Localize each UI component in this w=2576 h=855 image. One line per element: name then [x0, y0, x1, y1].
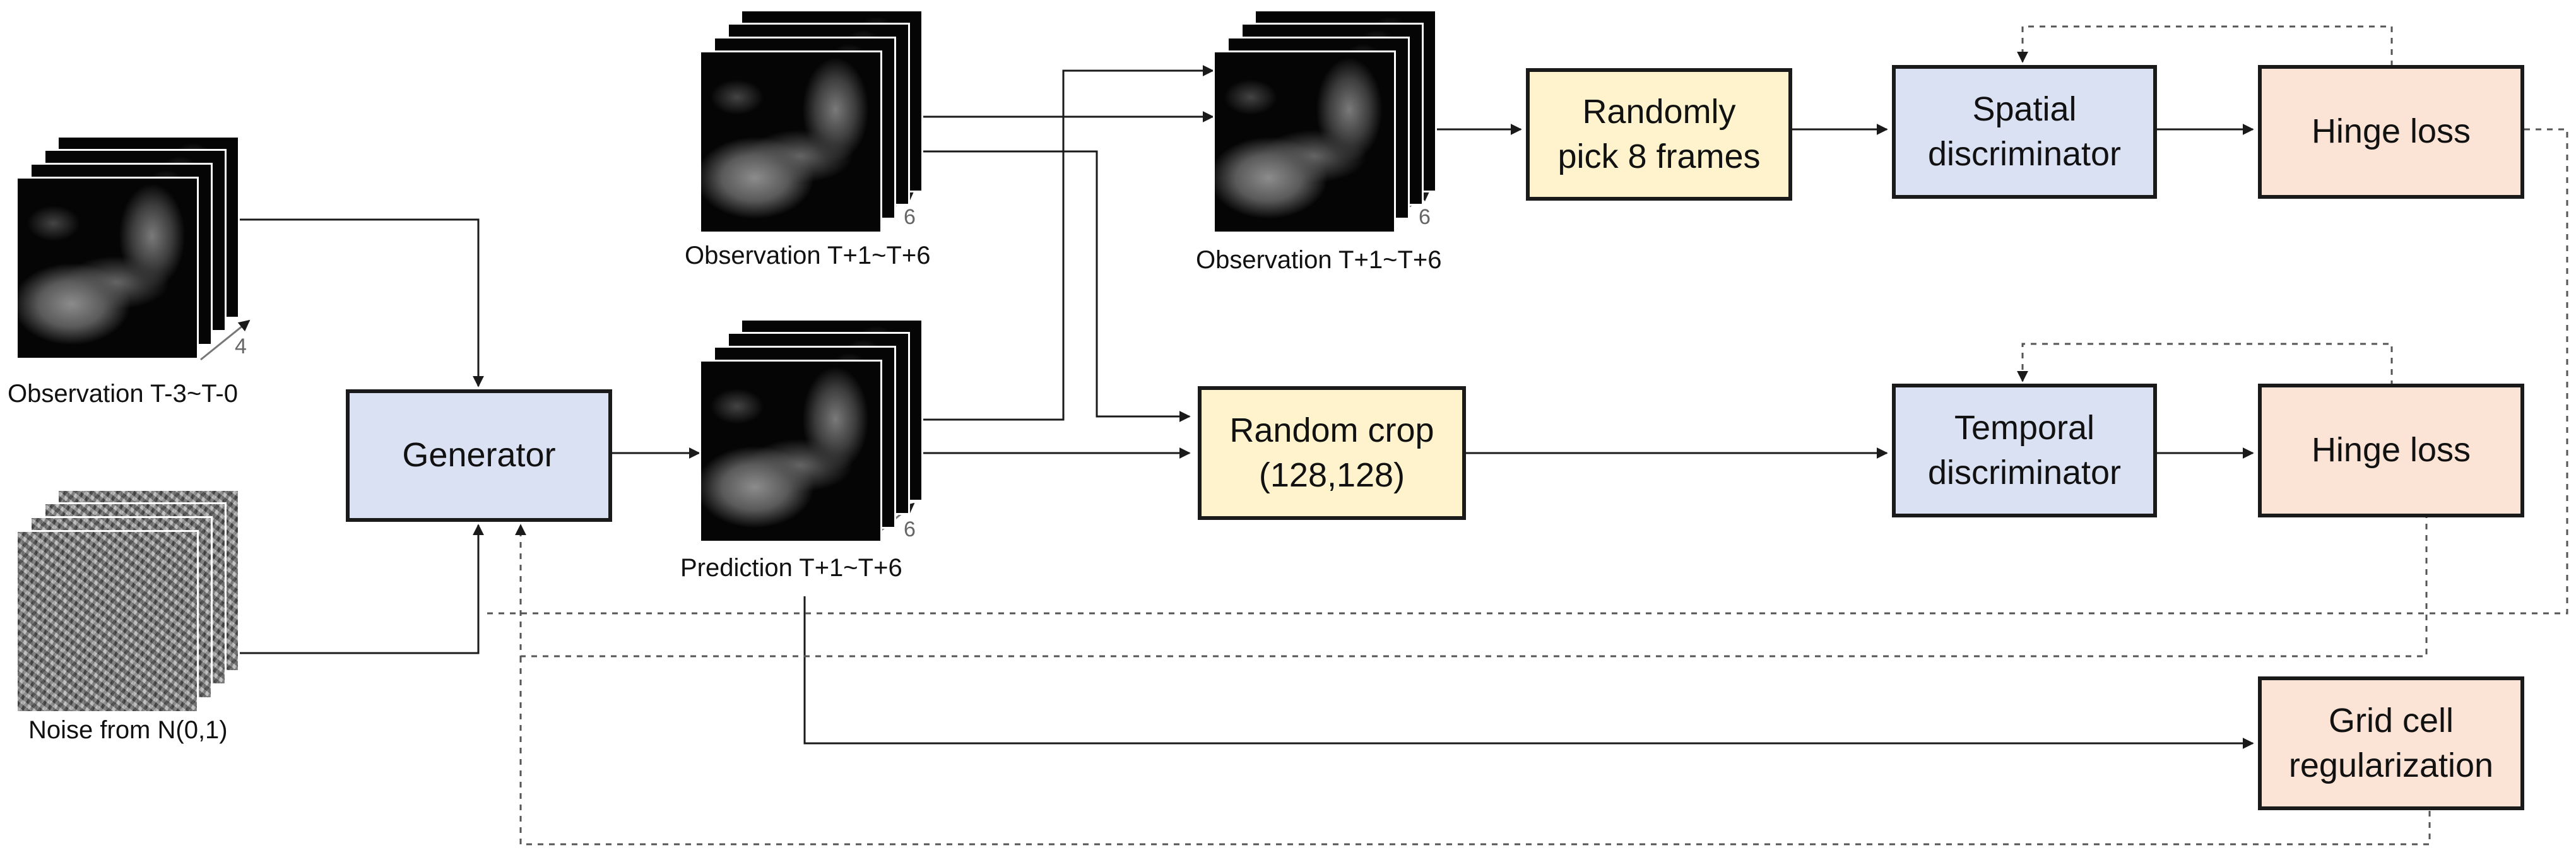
obs-input-stack	[16, 136, 240, 360]
generator-box: Generator	[346, 389, 612, 522]
random-pick-box: Randomly pick 8 frames	[1526, 68, 1792, 201]
edge-obs-top-to-crop	[918, 150, 1191, 422]
feedback-hinge-top-to-generator	[485, 128, 2568, 615]
random-crop-line2: (128,128)	[1258, 456, 1405, 494]
spatial-discriminator-box: Spatial discriminator	[1892, 65, 2157, 199]
obs-right-count: 6	[1419, 205, 1431, 229]
obs-right-caption: Observation T+1~T+6	[1196, 246, 1442, 274]
prediction-caption: Prediction T+1~T+6	[680, 554, 902, 582]
frame-front	[1213, 50, 1396, 233]
edge-obs-to-generator	[239, 218, 484, 387]
temporal-disc-line1: Temporal	[1954, 408, 2095, 447]
feedback-grid-to-generator	[519, 656, 2431, 846]
prediction-stack	[699, 319, 923, 543]
random-crop-box: Random crop (128,128)	[1198, 386, 1466, 520]
hinge-top-label: Hinge loss	[2311, 112, 2471, 151]
spatial-disc-line2: discriminator	[1927, 135, 2122, 173]
frame-front	[699, 50, 882, 233]
prediction-count: 6	[904, 517, 916, 541]
obs-right-stack	[1213, 9, 1437, 233]
feedback-hinge-bottom-to-temporal	[2017, 343, 2393, 386]
noise-caption: Noise from N(0,1)	[28, 716, 228, 744]
edge-prediction-to-grid	[803, 596, 2254, 749]
frame-front	[699, 360, 882, 543]
grid-cell-regularization-box: Grid cell regularization	[2258, 676, 2524, 810]
temporal-disc-line2: discriminator	[1927, 454, 2122, 492]
random-crop-line1: Random crop	[1229, 411, 1434, 449]
feedback-hinge-bottom-to-generator	[515, 512, 2428, 657]
hinge-loss-bottom-box: Hinge loss	[2258, 384, 2524, 517]
random-pick-line2: pick 8 frames	[1557, 138, 1761, 175]
obs-top-count: 6	[904, 205, 916, 229]
hinge-loss-top-box: Hinge loss	[2258, 65, 2524, 199]
edge-prediction-to-obs-right	[912, 65, 1214, 421]
spatial-disc-line1: Spatial	[1972, 90, 2077, 128]
obs-input-count: 4	[235, 334, 247, 358]
feedback-hinge-top-to-spatial	[2017, 25, 2393, 66]
count-arrow-obs-input	[200, 319, 251, 361]
temporal-discriminator-box: Temporal discriminator	[1892, 384, 2157, 517]
random-pick-line1: Randomly	[1582, 92, 1736, 131]
grid-reg-line2: regularization	[2288, 746, 2494, 784]
noise-frame-front	[16, 530, 199, 713]
edge-noise-to-generator	[239, 524, 484, 654]
frame-front	[16, 177, 199, 360]
obs-top-caption: Observation T+1~T+6	[685, 242, 931, 269]
obs-input-caption: Observation T-3~T-0	[8, 380, 238, 408]
noise-stack	[16, 489, 240, 713]
generator-label: Generator	[402, 436, 556, 475]
grid-reg-line1: Grid cell	[2328, 701, 2454, 740]
hinge-bottom-label: Hinge loss	[2311, 431, 2471, 469]
obs-top-stack	[699, 9, 923, 233]
